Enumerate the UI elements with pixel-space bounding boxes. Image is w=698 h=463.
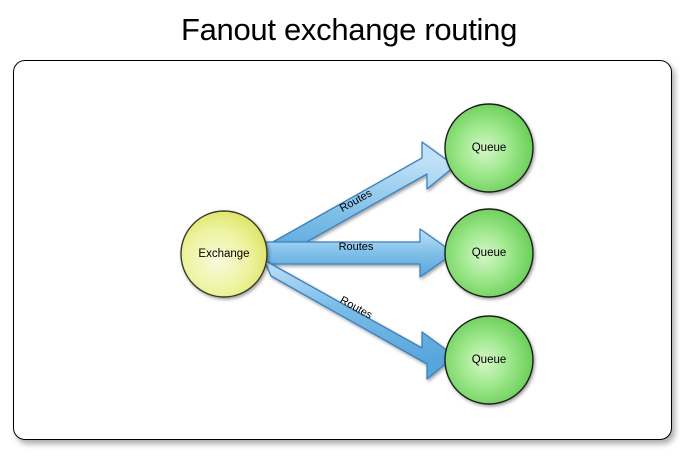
node-queue-2[interactable] (444, 208, 534, 298)
node-queue-3[interactable] (444, 315, 534, 405)
arrow-exchange-to-queue-2 (263, 228, 455, 278)
node-queue-1[interactable] (444, 103, 534, 193)
page-title: Fanout exchange routing (180, 12, 518, 47)
diagram-graphics (180, 103, 534, 405)
node-exchange[interactable] (180, 210, 268, 298)
arrow-exchange-to-queue-3 (263, 259, 456, 380)
